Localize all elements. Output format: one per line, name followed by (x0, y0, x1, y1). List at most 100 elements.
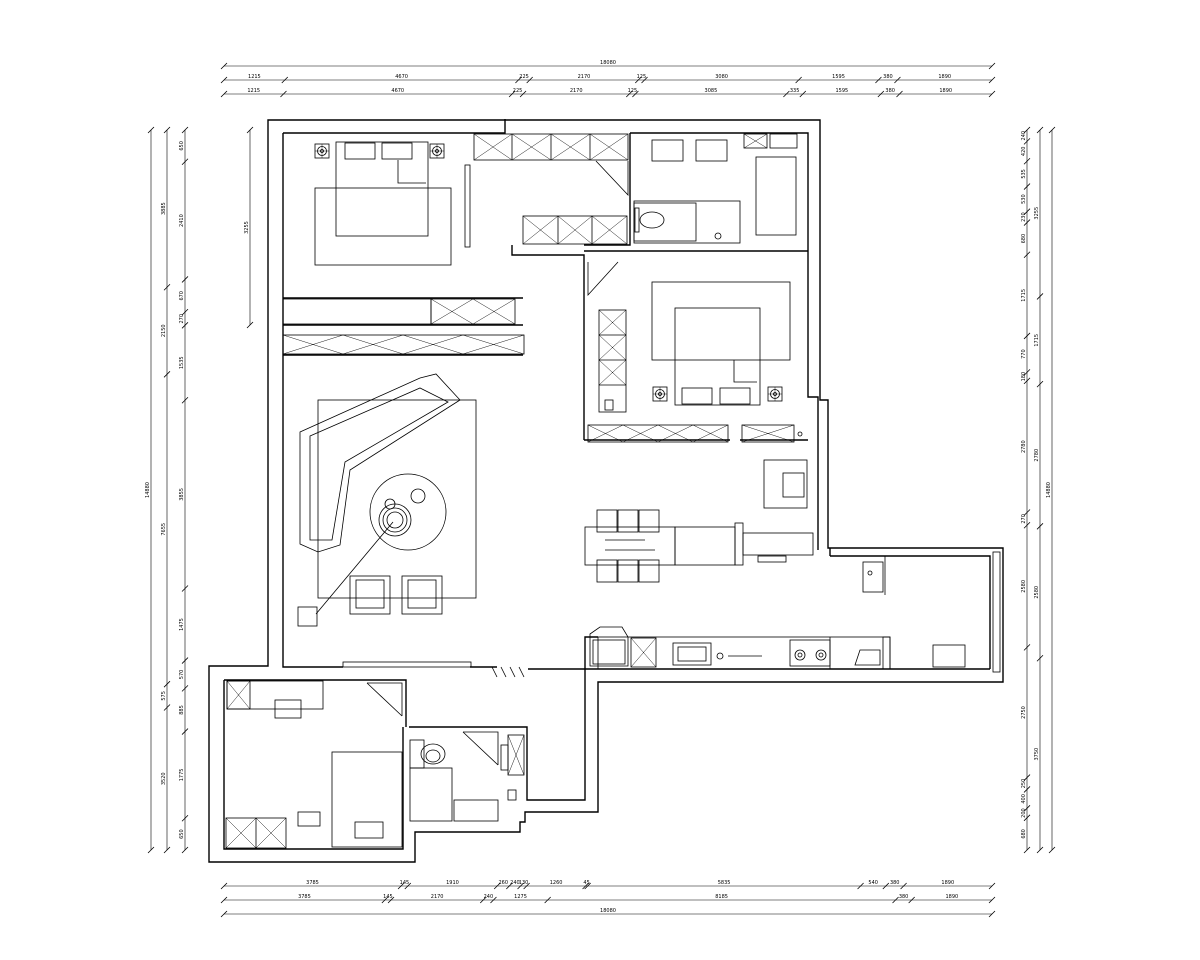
dimension-label: 1890 (945, 894, 958, 900)
dimension-tick (1023, 774, 1031, 781)
dimension-label: 2170 (570, 88, 583, 94)
dimension-tick (181, 158, 189, 166)
dimension-tick (799, 90, 807, 98)
dimension-label: 1890 (941, 880, 954, 886)
dimension-tick (280, 90, 287, 98)
dimension-label: 3255 (244, 221, 250, 234)
dimension-tick (882, 882, 890, 890)
dimension-label: 2580 (1034, 586, 1040, 599)
dimension-tick (181, 657, 189, 664)
dimension-tick (1023, 157, 1031, 165)
dimension-tick (246, 126, 254, 134)
dimension-label: 2150 (161, 324, 167, 337)
dimension-tick (988, 76, 996, 84)
dimension-label: 1475 (179, 618, 185, 631)
dimension-label: 380 (890, 880, 900, 886)
dimension-tick (908, 896, 915, 904)
dimension-tick (163, 704, 171, 711)
dimension-label: 3520 (161, 772, 167, 785)
dimension-label: 3750 (1034, 748, 1040, 761)
dimension-label: 1910 (446, 880, 459, 886)
dimension-tick (896, 90, 903, 98)
dimension-label: 18080 (600, 60, 616, 66)
dimension-label: 200 (1021, 808, 1027, 818)
dimension-tick (220, 896, 228, 904)
dimension-tick (1036, 654, 1044, 662)
dimension-tick (1036, 846, 1044, 854)
dimension-tick (582, 882, 589, 890)
dimension-tick (381, 896, 389, 904)
dimension-tick (147, 126, 155, 134)
dimension-tick (894, 76, 901, 84)
dimension-label: 1215 (247, 88, 260, 94)
dimension-tick (988, 910, 996, 918)
dimension-tick (1036, 126, 1044, 134)
dimension-tick (1036, 293, 1044, 300)
dimension-tick (626, 90, 633, 98)
dimension-label: 1215 (248, 74, 261, 80)
dimension-tick (163, 126, 171, 134)
dimension-tick (1023, 846, 1031, 854)
dimension-label: 540 (868, 880, 878, 886)
dimension-label: 380 (883, 74, 893, 80)
dimension-tick (490, 896, 497, 904)
dimension-tick (1036, 523, 1044, 530)
dimension-tick (515, 76, 522, 84)
dimension-label: 240 (484, 894, 494, 900)
dimension-label: 530 (1021, 194, 1027, 204)
dimension-label: 7655 (161, 523, 167, 536)
dimension-label: 3885 (161, 202, 167, 215)
dimension-tick (246, 321, 254, 329)
dimension-tick (181, 126, 189, 134)
dimension-label: 225 (519, 74, 529, 80)
dimension-tick (544, 896, 551, 904)
dimension-tick (632, 90, 639, 98)
dimension-tick (404, 882, 412, 890)
dimension-label: 575 (161, 691, 167, 701)
dimension-tick (281, 76, 289, 84)
dimension-label: 270 (179, 314, 185, 324)
dimension-tick (220, 62, 228, 70)
dimension-tick (506, 882, 513, 890)
dimension-label: 45 (583, 880, 589, 886)
dimension-tick (519, 90, 527, 98)
dimension-tick (1023, 219, 1031, 226)
dimension-label: 125 (628, 88, 638, 94)
dimension-label: 400 (1021, 794, 1027, 804)
dimension-tick (163, 283, 171, 291)
dimension-label: 5835 (718, 880, 731, 886)
dimension-tick (1023, 126, 1031, 134)
dimension-tick (181, 308, 189, 316)
dimension-label: 680 (1021, 829, 1027, 839)
dimension-label: 535 (1021, 169, 1027, 179)
dimension-label: 650 (179, 141, 185, 151)
dimension-tick (220, 910, 228, 918)
dimension-label: 2750 (1021, 706, 1027, 719)
dimension-label: 18080 (600, 908, 616, 914)
dimension-lines (150, 65, 1053, 915)
dimension-tick (1023, 138, 1031, 145)
dimension-label: 420 (1021, 147, 1027, 157)
dimension-label: 2780 (1034, 449, 1040, 462)
dimension-label: 1595 (832, 74, 845, 80)
dimension-label: 14880 (1046, 482, 1052, 498)
dimension-label: 1595 (835, 88, 848, 94)
dimension-label: 240 (1021, 131, 1027, 141)
dimension-tick (1023, 251, 1031, 259)
dimension-tick (523, 882, 530, 890)
dimension-label: 1535 (179, 356, 185, 369)
dimension-tick (220, 90, 228, 98)
dimension-label: 1275 (514, 894, 527, 900)
dimension-label: 1775 (179, 769, 185, 782)
dimension-tick (181, 685, 189, 692)
dimension-label: 270 (1021, 514, 1027, 524)
dimension-label: 335 (790, 88, 800, 94)
dimension-label: 2580 (1021, 580, 1027, 593)
dimension-tick (493, 882, 501, 890)
dimension-tick (1023, 377, 1031, 385)
dimension-label: 240 (510, 880, 520, 886)
dimension-tick (857, 882, 864, 890)
dimension-tick (795, 76, 802, 84)
